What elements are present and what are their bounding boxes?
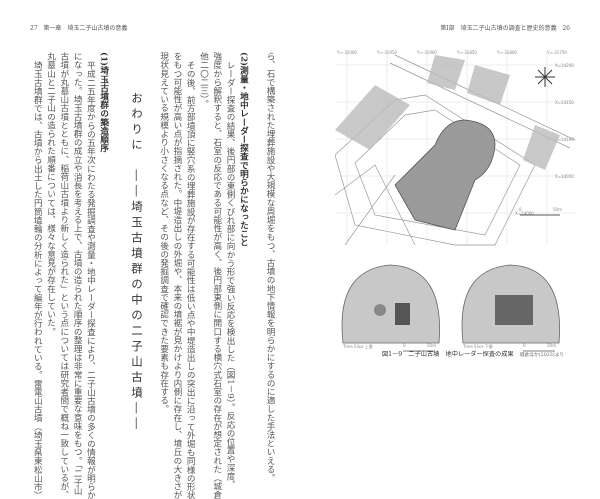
text-line: 現状見えている規模より小さくなる点など、その後の発掘調査で確認できた要素も存在す… (158, 52, 169, 414)
text-line: になった。埼玉古墳群の成立や消長を考える上で、古墳の造られた順序の整理は非常に重… (72, 52, 83, 495)
grid-label: Y=-31800 (496, 50, 517, 55)
text-line: ら、石で構築された埋葬施設や大規模な周堀をもつ、古墳の地下情報を明らかにするのに… (265, 52, 275, 482)
scale-label: 20m (427, 343, 436, 348)
blank-line (143, 52, 156, 404)
section-heading-2: (2)測量・地中レーダー探査で明らかになったこと (238, 52, 249, 247)
grid-label: X=14200 (555, 63, 574, 68)
right-page-number: 26 (562, 25, 570, 32)
keyhole-mound (394, 119, 496, 231)
figure-caption: 図1－9 二子山古墳 地中レーダー探査の成果 城倉ほか(2023)より (382, 349, 564, 358)
text-line: 他二〇二三）。 (198, 52, 209, 108)
right-running-header: 第Ⅰ部 埼玉二子山古墳の調査と歴史的意義 26 (440, 23, 570, 32)
text-line: 古墳が丸墓山古墳とともに、稲荷山古墳より新しく造られた」という点については研究者… (58, 52, 69, 499)
text-line: 丸墓山と二子山の造られた順番については、様々な意見が存在していた。 (45, 52, 56, 336)
text-line: その後、前方部墳頂に竪穴系の埋葬施設が存在する可能性は低い点や中堤造出しの突出に… (185, 60, 196, 499)
panel-label: Time Slice 上層 (342, 343, 373, 349)
grid-label: X=14100 (555, 137, 574, 142)
grid-label: Y=-32000 (336, 50, 357, 55)
north-arrow-icon (535, 67, 555, 87)
text-line: をもつ可能性が高い点が指摘された。中堤造出しの外堀や、本来の墳裾が見かけより内側… (171, 52, 182, 499)
section-heading-1: (1)埼玉古墳群の築造順序 (98, 52, 109, 153)
grid-label: X=14050 (555, 174, 574, 179)
right-header-title: 第Ⅰ部 埼玉二子山古墳の調査と歴史的意義 (440, 25, 557, 32)
grid-label: Y=-31750 (546, 50, 567, 55)
panel-label: Time Slice 下層 (462, 343, 493, 349)
left-page-number: 27 (30, 25, 38, 32)
grid-label: Y=-31900 (416, 50, 437, 55)
grid-label: X=14000 (515, 211, 534, 216)
caption-source: 城倉ほか(2023)より (519, 353, 565, 358)
blank-line (110, 52, 123, 404)
left-running-header: 27 第一章 埼玉二子山古墳の意義 (30, 23, 127, 32)
text-line: 平成二五年度からの五年次にわたる発掘調査や測量・地中レーダー探査により、二子山古… (85, 60, 96, 499)
text-line: レーダー探査の結果、後円部の東側くびれ部に向かう形で強い反応を検出した（図1－9… (225, 60, 236, 489)
scale-label: 0 (519, 207, 522, 212)
gpr-survey-figure: Y=-32000 Y=-31950 Y=-31900 Y=-31850 Y=-3… (335, 50, 576, 352)
gpr-panel-lower: Time Slice 下層 0 20m (461, 264, 560, 352)
scale-label: 20m (547, 343, 556, 348)
scale-label: 0 (403, 343, 406, 348)
survey-area-patches (335, 55, 560, 170)
scale-label: 0 (523, 343, 526, 348)
left-header-title: 第一章 埼玉二子山古墳の意義 (43, 25, 128, 32)
caption-text: 図1－9 二子山古墳 地中レーダー探査の成果 (382, 351, 514, 358)
grid-label: Y=-31950 (376, 50, 397, 55)
grid-label: X=14150 (555, 100, 574, 105)
scale-label: 50m (553, 207, 562, 212)
body-text: ら、石で構築された埋葬施設や大規模な周堀をもつ、古墳の地下情報を明らかにするのに… (18, 52, 276, 499)
gpr-panel-upper: Time Slice 上層 0 20m (341, 264, 440, 352)
grid-label: Y=-31850 (456, 50, 477, 55)
text-line: 埼玉古墳群では、古墳から出土した円筒埴輪の分析によって編年が行われている。雷電山… (32, 60, 43, 499)
blank-line (249, 52, 262, 404)
text-line: 強度から解釈すると、石室の反応である可能性が高く、後円部東側に開口する横穴式石室… (211, 52, 222, 499)
chapter-heading-owarini: おわりに ――埼玉古墳群の中の二子山古墳―― (130, 92, 145, 433)
